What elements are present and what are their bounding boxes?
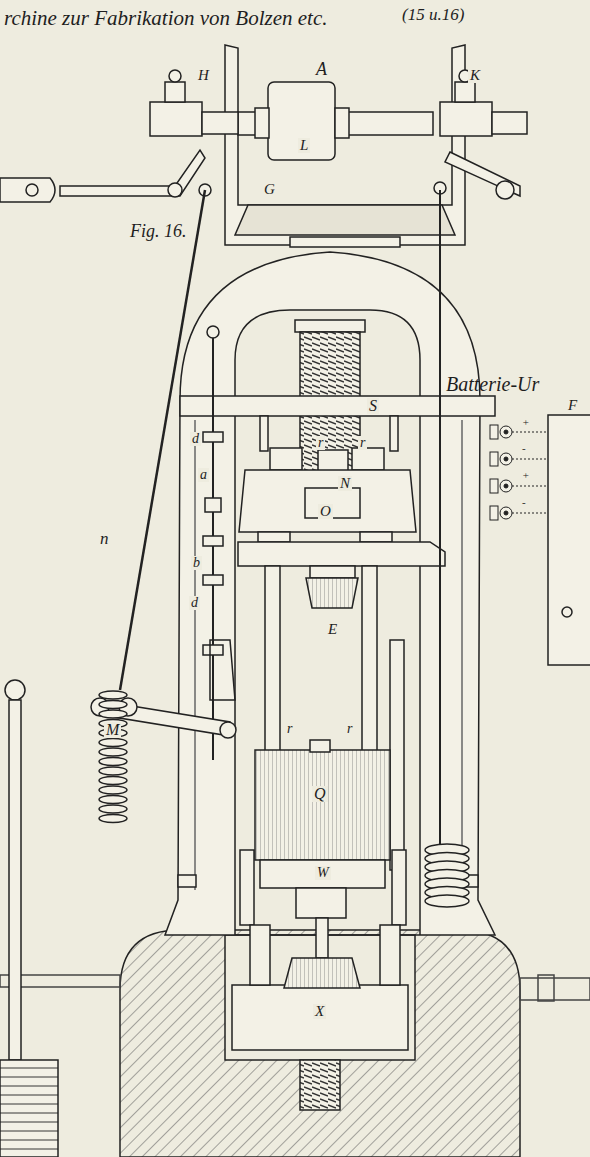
terminal-sign: + — [520, 417, 531, 428]
part-letter: b — [191, 556, 202, 570]
part-letter: n — [98, 530, 111, 547]
part-letter: L — [298, 138, 310, 153]
part-letter: W — [315, 866, 331, 880]
part-letter: d — [190, 432, 201, 446]
part-letter: A — [314, 60, 329, 78]
part-letter: S — [367, 398, 379, 414]
part-letter: O — [318, 504, 333, 519]
part-letter: G — [262, 182, 277, 197]
panel-title: Batterie-Ur — [444, 374, 541, 394]
part-letter: (15 u.16) — [400, 6, 466, 23]
part-letter: d — [189, 596, 200, 610]
part-letter: r — [285, 722, 294, 736]
part-letter: K — [468, 68, 482, 83]
part-letter: r — [358, 436, 367, 450]
part-letter: Q — [312, 786, 328, 802]
part-letter: N — [338, 476, 352, 491]
part-letter: M — [104, 722, 121, 738]
part-letter: E — [326, 622, 339, 637]
part-letter: a — [198, 468, 209, 482]
terminal-sign: + — [520, 470, 531, 481]
part-letter: r — [345, 722, 354, 736]
terminal-sign: - — [520, 497, 528, 508]
part-letter: X — [313, 1004, 326, 1019]
part-letter: H — [196, 68, 211, 83]
figure-title: rchine zur Fabrikation von Bolzen etc. — [4, 6, 328, 31]
terminal-sign: - — [520, 443, 528, 454]
part-letter: F — [566, 398, 579, 413]
part-letter: r — [316, 436, 325, 450]
figure-number: Fig. 16. — [128, 222, 189, 240]
